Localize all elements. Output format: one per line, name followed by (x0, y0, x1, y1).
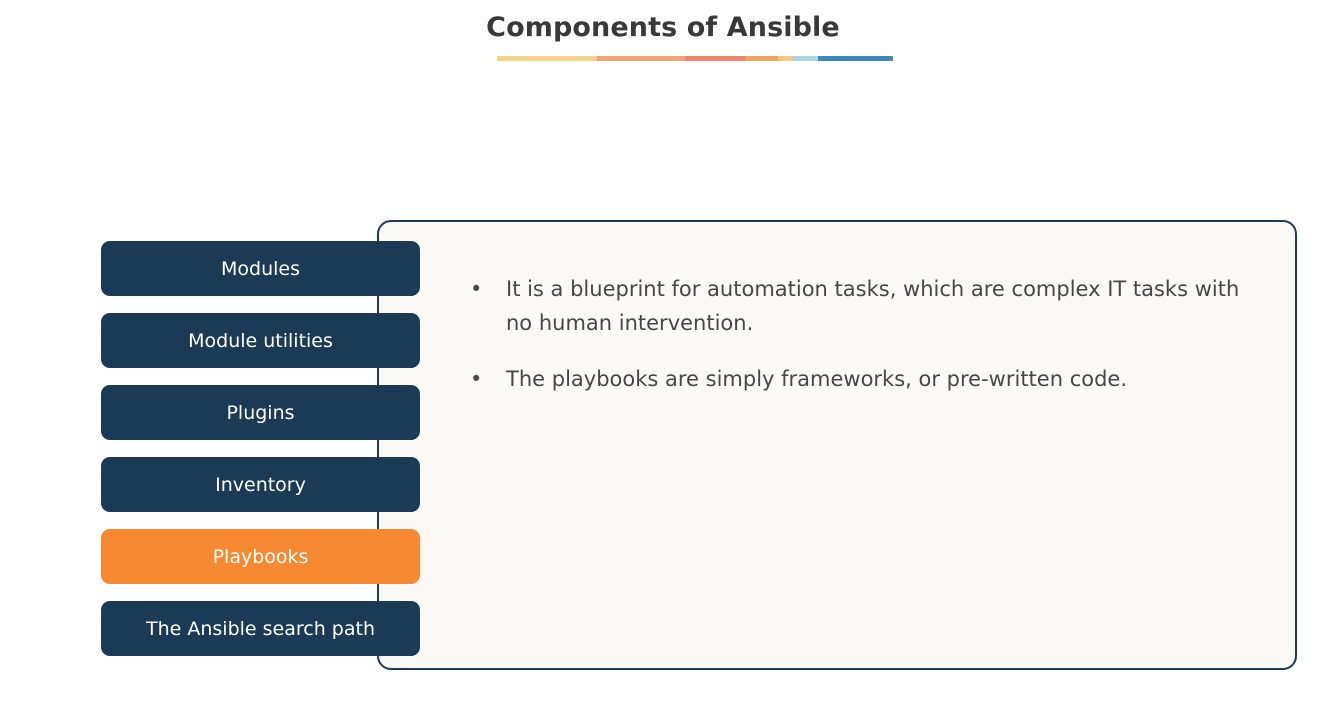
bullet-dot-icon: • (470, 277, 483, 301)
bullet-list: • It is a blueprint for automation tasks,… (470, 272, 1260, 418)
component-box-label: Module utilities (188, 329, 333, 352)
component-box-plugins[interactable]: Plugins (101, 385, 420, 440)
bullet-item: • It is a blueprint for automation tasks,… (470, 272, 1260, 340)
component-box-the-ansible-search-path[interactable]: The Ansible search path (101, 601, 420, 656)
title-underline-segment-0 (497, 56, 597, 61)
title-underline-segment-3 (745, 56, 778, 61)
component-box-label: Plugins (226, 401, 295, 424)
bullet-item: • The playbooks are simply frameworks, or… (470, 362, 1260, 396)
title-underline-segment-1 (597, 56, 685, 61)
component-box-playbooks[interactable]: Playbooks (101, 529, 420, 584)
component-box-label: Playbooks (212, 545, 309, 568)
title-underline-segment-5 (793, 56, 818, 61)
component-box-label: Inventory (215, 473, 306, 496)
bullet-text: It is a blueprint for automation tasks, … (506, 277, 1240, 335)
component-box-label: The Ansible search path (145, 617, 375, 640)
title-underline-decoration (497, 56, 893, 61)
component-box-modules[interactable]: Modules (101, 241, 420, 296)
page-title: Components of Ansible (486, 12, 840, 43)
component-box-module-utilities[interactable]: Module utilities (101, 313, 420, 368)
title-block: Components of Ansible (0, 8, 1326, 48)
title-underline-segment-2 (685, 56, 745, 61)
title-underline-segment-6 (818, 56, 893, 61)
bullet-dot-icon: • (470, 367, 483, 391)
component-box-label: Modules (221, 257, 300, 280)
bullet-text: The playbooks are simply frameworks, or … (506, 367, 1128, 391)
title-underline-segment-4 (778, 56, 793, 61)
component-box-inventory[interactable]: Inventory (101, 457, 420, 512)
detail-panel (377, 220, 1297, 670)
